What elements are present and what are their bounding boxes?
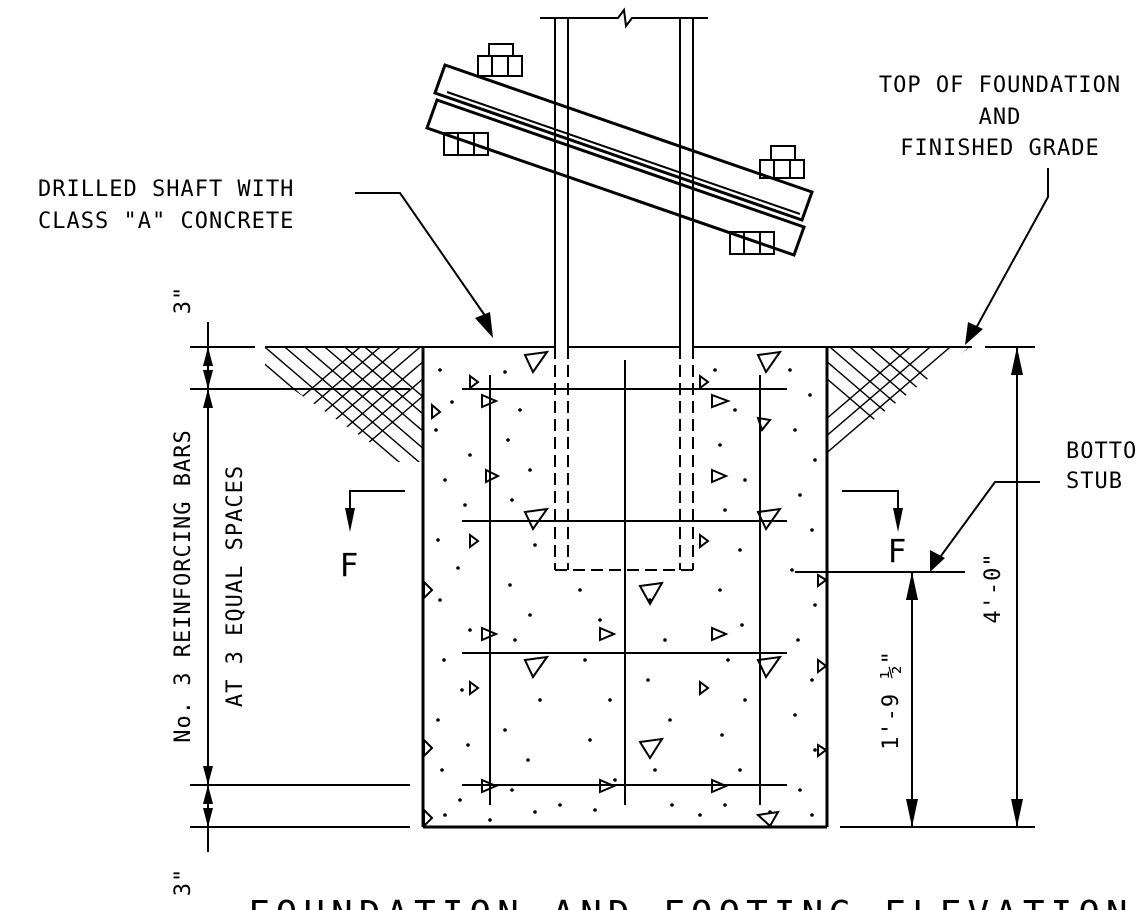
top-foundation-label-line2: AND bbox=[979, 105, 1022, 130]
top-foundation-label-line3: FINISHED GRADE bbox=[900, 136, 1099, 161]
drilled-shaft-label-line2: CLASS "A" CONCRETE bbox=[38, 209, 294, 234]
top-cover-dimension: 3" bbox=[171, 286, 196, 315]
total-depth-dimension-line bbox=[1011, 347, 1023, 827]
bolt-top-right-icon bbox=[759, 145, 805, 179]
top-foundation-label-line1: TOP OF FOUNDATION bbox=[879, 73, 1121, 98]
reinforcing-cage bbox=[462, 360, 787, 805]
left-dimension-line bbox=[203, 322, 213, 852]
bolt-top-left-icon bbox=[477, 43, 523, 77]
leader-drilled-shaft bbox=[355, 192, 493, 338]
section-mark-left: F bbox=[340, 546, 358, 584]
reinforcing-label-line2: AT 3 EQUAL SPACES bbox=[223, 465, 248, 707]
section-cut-right bbox=[842, 490, 903, 532]
reinforcing-label-line1: No. 3 REINFORCING BARS bbox=[171, 429, 196, 742]
stub-depth-dimension: 1'-9 ½" bbox=[879, 650, 904, 750]
bottom-cover-dimension: 3" bbox=[171, 868, 196, 897]
total-depth-dimension: 4'-0" bbox=[981, 552, 1006, 623]
drilled-shaft-label-line1: DRILLED SHAFT WITH bbox=[38, 177, 294, 202]
bolt-bottom-left-icon bbox=[443, 132, 489, 156]
bottom-stub-label-line2: STUB bbox=[1066, 469, 1123, 494]
concrete-stipple bbox=[434, 368, 817, 822]
slip-base-plates bbox=[425, 63, 814, 257]
section-mark-right: F bbox=[888, 532, 906, 570]
drawing-title: FOUNDATION AND FOOTING ELEVATION bbox=[248, 894, 1134, 910]
earth-hatch-right bbox=[827, 347, 970, 455]
post-column bbox=[540, 7, 708, 571]
stub-depth-dimension-line bbox=[906, 572, 918, 827]
earth-hatch-left bbox=[265, 347, 423, 462]
leader-bottom-stub bbox=[930, 481, 1040, 572]
section-cut-left bbox=[345, 490, 405, 532]
extension-lines bbox=[190, 346, 1035, 828]
bottom-stub-label-line1: BOTTO bbox=[1066, 439, 1137, 464]
leader-top-foundation bbox=[965, 168, 1049, 345]
bolt-bottom-right-icon bbox=[729, 231, 775, 255]
